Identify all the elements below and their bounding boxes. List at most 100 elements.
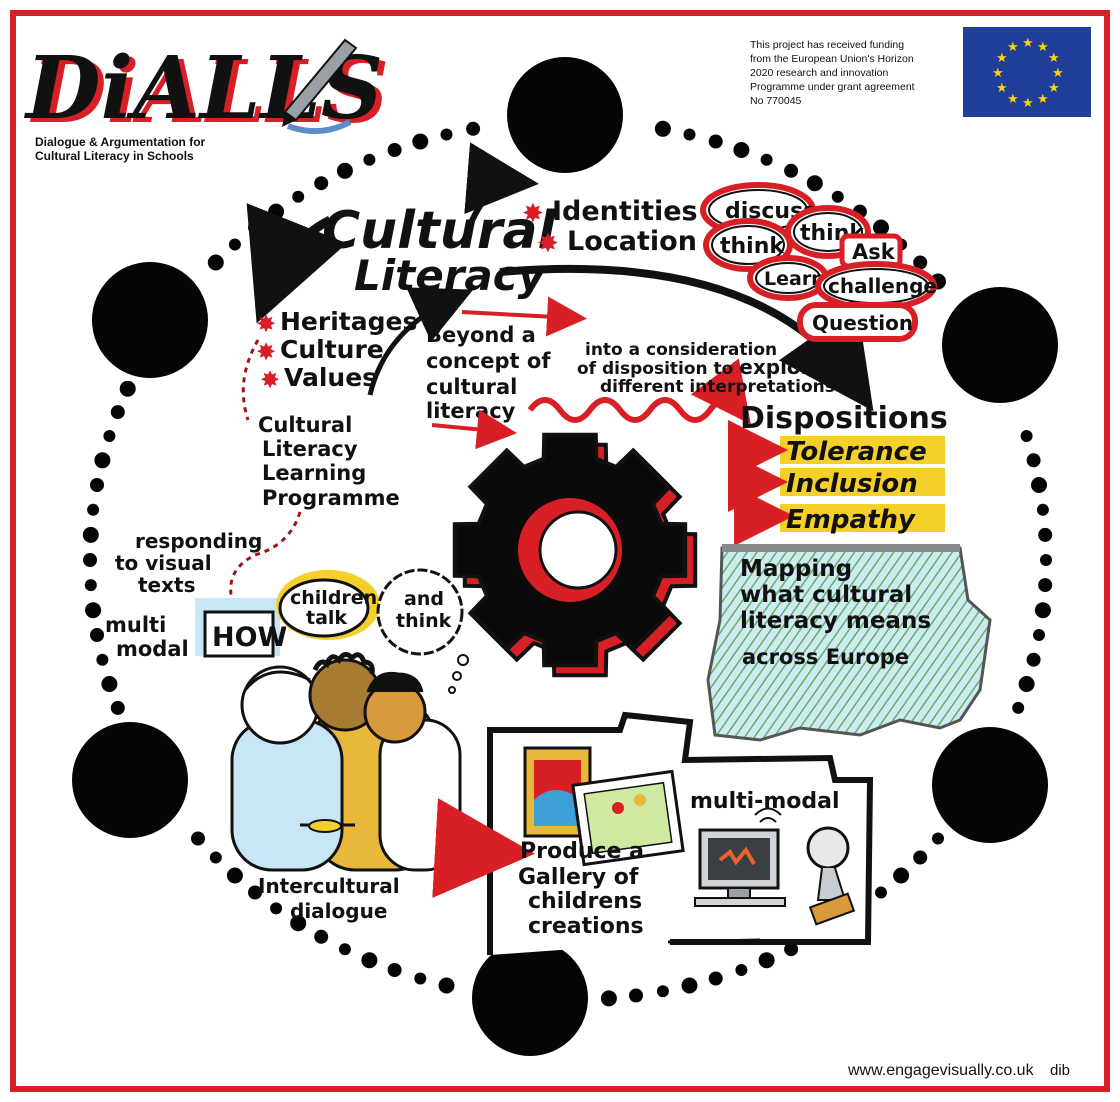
highlight xyxy=(780,504,945,532)
ring-dot xyxy=(363,153,376,166)
thinking-bubbles: discuss think think Ask Learn challenge … xyxy=(700,182,937,342)
picture-frame-icon xyxy=(523,746,685,867)
ring-dot xyxy=(1012,701,1025,714)
dispositions: Dispositions Tolerance Inclusion Empathy xyxy=(728,401,948,546)
ring-dot xyxy=(1038,578,1053,593)
ring-dot xyxy=(96,653,109,666)
how-bubbles: HOW children talk and think xyxy=(195,568,469,694)
gallery-text: Produce a Gallery of childrens creations… xyxy=(518,789,840,939)
roots-heritages: Heritages xyxy=(280,307,417,336)
footer-signature: dib xyxy=(1050,1062,1070,1079)
ring-dot xyxy=(314,929,329,944)
ring-dot xyxy=(1026,453,1041,468)
ring-dot xyxy=(873,219,889,236)
multimodal-left: multi modal xyxy=(105,613,189,661)
roots-list: ✸ Heritages ✸ Culture ✸ Values xyxy=(256,307,417,394)
consideration-line: into a consideration xyxy=(585,340,777,360)
big-dot xyxy=(92,262,208,378)
ring-dot xyxy=(314,176,329,191)
central-title: Cultural Literacy xyxy=(322,201,557,300)
intercultural-line: Intercultural xyxy=(258,874,400,898)
ring-dot xyxy=(733,142,750,158)
ring-dot xyxy=(338,943,351,956)
ring-dot xyxy=(708,971,723,986)
responding-line: responding xyxy=(135,529,262,553)
ring-dot xyxy=(336,162,353,179)
eu-star-icon: ★ xyxy=(1007,40,1019,55)
gallery-line: Gallery of xyxy=(518,865,639,890)
ring-dot xyxy=(119,380,136,397)
gallery-multimodal: multi-modal xyxy=(690,789,840,814)
ring-dot xyxy=(875,886,887,899)
ring-dot xyxy=(292,190,305,203)
dashed-link xyxy=(241,339,260,421)
responding-text: responding to visual texts xyxy=(115,529,262,597)
underline xyxy=(667,938,761,944)
star-icon: ✸ xyxy=(260,366,280,394)
arrow-curved-left xyxy=(367,287,474,396)
ring-dot xyxy=(760,153,773,166)
ring-dot xyxy=(1038,527,1053,542)
eu-star-icon: ★ xyxy=(996,51,1008,66)
dashed-link xyxy=(229,511,302,601)
ring-dot xyxy=(83,553,97,567)
beyond-line: Beyond a xyxy=(426,323,536,347)
eu-star-icon: ★ xyxy=(996,81,1008,96)
ring-dot xyxy=(412,133,429,150)
eu-star-icon: ★ xyxy=(1022,96,1034,111)
funding-line: 2020 research and innovation xyxy=(750,67,889,79)
ring-dot xyxy=(207,254,224,271)
ring-dot xyxy=(600,990,617,1007)
ring-dot xyxy=(414,972,427,985)
context-location: Location xyxy=(567,226,697,257)
logo-title: DiALLS xyxy=(23,38,383,139)
ring-dot xyxy=(290,915,307,932)
ring-dot xyxy=(440,128,453,141)
consideration-line-2: of disposition to explore xyxy=(577,355,824,379)
ring-dot xyxy=(1034,602,1051,619)
roots-values: Values xyxy=(284,363,377,392)
ring-dot xyxy=(228,238,241,251)
eu-star-icon: ★ xyxy=(1022,36,1034,51)
bubble-question: Question xyxy=(812,311,913,335)
programme-text: Cultural Literacy Learning Programme xyxy=(258,413,400,510)
ring-dot xyxy=(656,985,669,998)
arrow-to-context xyxy=(464,142,539,227)
eu-star-icon: ★ xyxy=(1048,81,1060,96)
funding-line: from the European Union's Horizon xyxy=(750,53,914,65)
big-dot xyxy=(507,57,623,173)
ring-dot xyxy=(784,942,799,957)
gear-hole xyxy=(538,510,618,590)
ring-dot xyxy=(438,977,455,994)
programme-line: Literacy xyxy=(262,437,358,461)
ring-dot xyxy=(82,526,99,543)
programme-line: Learning xyxy=(262,461,366,485)
multimodal-line: multi xyxy=(105,613,166,637)
responding-line: to visual xyxy=(115,551,212,575)
ring-dot xyxy=(1018,676,1035,692)
ring-dot xyxy=(110,405,125,420)
and-think-line: and xyxy=(404,588,444,610)
ring-dot xyxy=(191,831,205,846)
highlight xyxy=(780,436,945,464)
ring-dot xyxy=(1040,554,1052,566)
ring-dot xyxy=(94,452,111,469)
children-talk-line: children xyxy=(290,587,377,609)
logo-subtitle-2: Cultural Literacy in Schools xyxy=(35,149,194,163)
children-illustration xyxy=(230,652,462,872)
consideration-explore: explore xyxy=(739,355,824,379)
footer-url: www.engagevisually.co.uk xyxy=(847,1062,1035,1079)
ring-dot xyxy=(361,952,378,969)
children-talk-bubble xyxy=(278,578,370,638)
ring-dot xyxy=(629,988,643,1003)
logo-subtitle-1: Dialogue & Argumentation for xyxy=(35,135,206,149)
ring-dot xyxy=(110,700,125,715)
dispositions-title: Dispositions xyxy=(740,401,948,436)
ring-dot xyxy=(90,628,104,642)
disposition-item: Tolerance xyxy=(786,437,927,467)
eu-star-icon: ★ xyxy=(1037,92,1049,107)
beyond-line: concept of xyxy=(426,349,551,373)
ring-dot xyxy=(681,977,698,994)
ring-dot xyxy=(268,203,285,220)
